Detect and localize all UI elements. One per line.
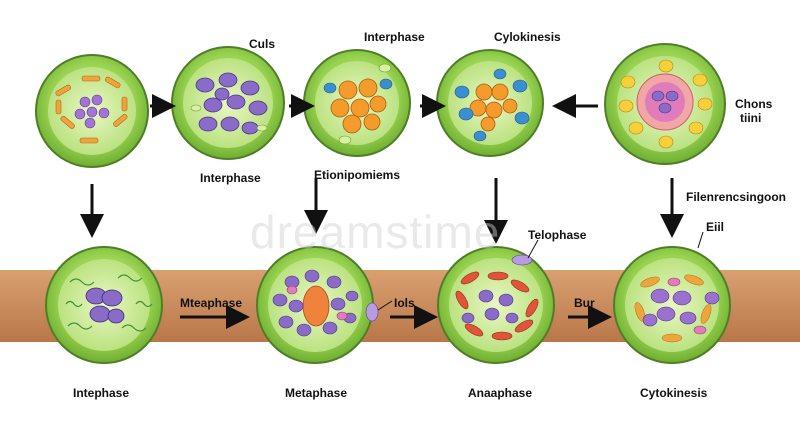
label-interphase-top: Interphase — [364, 30, 425, 44]
label-telophase: Telophase — [528, 228, 587, 242]
label-chons: Chons — [735, 97, 773, 111]
cell-top-5 — [604, 43, 726, 165]
label-mteaphase: Mteaphase — [180, 296, 243, 310]
cell-top-3 — [303, 49, 411, 157]
label-interphase-under: Interphase — [200, 171, 261, 185]
arrows-down — [80, 178, 684, 244]
label-anaaphase: Anaaphase — [468, 386, 533, 400]
cell-top-2 — [171, 46, 285, 160]
label-intephase: Intephase — [73, 386, 130, 400]
telophase-pointer — [527, 239, 539, 259]
label-etionipomiems: Etionipomiems — [314, 168, 401, 182]
label-cylokinesis: Cylokinesis — [494, 30, 561, 44]
cell-bottom-4 — [613, 246, 731, 364]
label-culs: Culs — [249, 37, 276, 51]
label-iols: Iols — [394, 296, 415, 310]
cell-bottom-2 — [256, 246, 379, 364]
label-eiil: Eiil — [706, 220, 725, 234]
cell-bottom-3 — [437, 246, 555, 364]
label-bur: Bur — [574, 296, 595, 310]
cell-top-1 — [35, 54, 149, 168]
label-tiini: tiini — [740, 111, 762, 125]
eiil-pointer — [697, 231, 704, 249]
label-cytokinesis: Cytokinesis — [640, 386, 708, 400]
label-filenrencsingoon: Filenrencsingoon — [686, 190, 787, 204]
iols-pointer — [377, 300, 393, 311]
cell-bottom-1 — [45, 246, 163, 364]
cell-top-4 — [436, 49, 544, 157]
watermark: dreamstime — [250, 206, 501, 258]
label-metaphase: Metaphase — [285, 386, 348, 400]
